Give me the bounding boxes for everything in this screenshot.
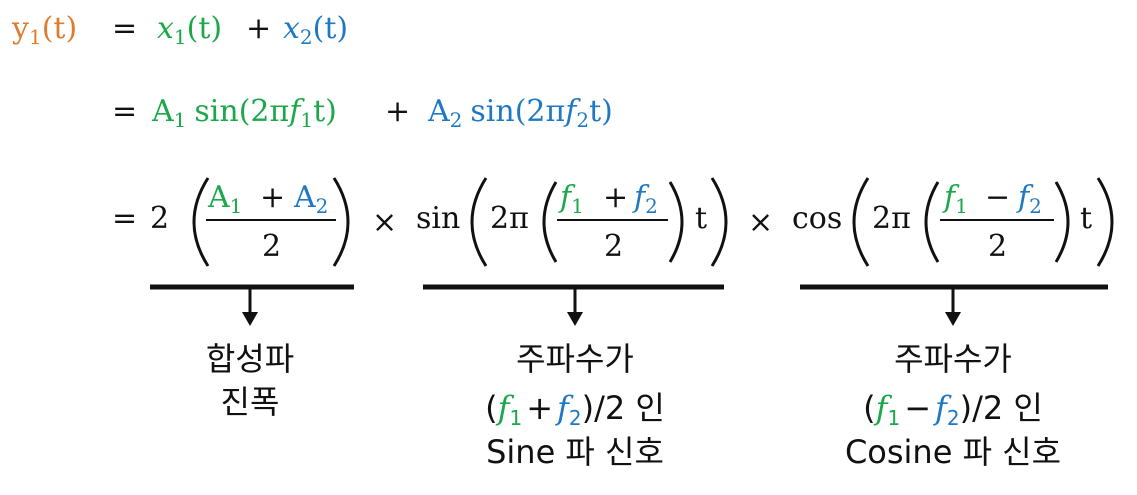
annotation-cosine-line1: 주파수가 — [894, 340, 1012, 378]
cos-two-pi: 2π — [872, 201, 911, 236]
sin-numerator-plus: + — [603, 180, 628, 215]
annotation-sine-line3: Sine 파 신호 — [486, 433, 664, 471]
cos-numerator-minus: − — [985, 180, 1010, 215]
annotation-amp-line1: 합성파 — [206, 340, 294, 378]
cos-outer-right-paren — [1096, 177, 1114, 267]
amp-numerator-a2: A2 — [293, 180, 328, 218]
underbrace-sine — [423, 284, 724, 326]
times-sign-1: × — [372, 205, 397, 240]
arrow-down-icon — [242, 312, 258, 326]
x1-term: x1(t) — [157, 11, 222, 49]
cos-outer-left-paren — [852, 177, 870, 267]
amp-numerator-a1: A1 — [207, 180, 242, 218]
sin-inner-right-paren — [668, 181, 684, 263]
underbrace-amplitude — [150, 284, 354, 326]
x2-term: x2(t) — [283, 11, 348, 49]
equation-line-1: y1(t) = x1(t) + x2(t) — [11, 11, 348, 49]
annotation-cosine: 주파수가 (f1−f2)/2 인 Cosine 파 신호 — [845, 340, 1061, 471]
plus-sign: + — [385, 94, 410, 129]
annotation-cosine-line3: Cosine 파 신호 — [845, 433, 1061, 471]
equation-line-3: = 2 A1 + A2 2 × sin 2π f1 + f2 2 t × cos… — [112, 177, 1114, 267]
cos-numerator-f2: f2 — [1016, 180, 1042, 218]
sin-func: sin — [416, 201, 460, 236]
left-paren-amplitude — [192, 177, 210, 267]
amp-denominator: 2 — [262, 229, 281, 264]
cos-inner-right-paren — [1054, 181, 1070, 263]
sin-numerator-f2: f2 — [632, 180, 658, 218]
cos-t: t — [1080, 201, 1092, 236]
annotation-cosine-line2: (f1−f2)/2 인 — [863, 389, 1043, 430]
plus-sign: + — [246, 11, 271, 46]
annotation-amp-line2: 진폭 — [221, 383, 280, 421]
sin-two-pi: 2π — [490, 201, 529, 236]
equals-sign: = — [112, 201, 137, 236]
cos-denominator: 2 — [988, 229, 1007, 264]
right-paren-amplitude — [332, 177, 350, 267]
cos-numerator-f1: f1 — [942, 180, 968, 218]
equals-sign: = — [112, 11, 137, 46]
amp-numerator-plus: + — [260, 180, 285, 215]
sin-outer-left-paren — [470, 177, 488, 267]
cos-inner-left-paren — [924, 181, 940, 263]
arrow-down-icon — [567, 312, 583, 326]
cos-func: cos — [792, 201, 842, 236]
sin-numerator-f1: f1 — [558, 180, 584, 218]
sin-t: t — [695, 201, 707, 236]
underbrace-cosine — [800, 284, 1108, 326]
annotation-sine: 주파수가 (f1+f2)/2 인 Sine 파 신호 — [485, 340, 665, 471]
factor-two: 2 — [150, 201, 169, 236]
annotation-amplitude: 합성파 진폭 — [206, 340, 294, 421]
sin-inner-left-paren — [542, 181, 558, 263]
equals-sign: = — [112, 94, 137, 129]
arrow-down-icon — [945, 312, 961, 326]
annotation-sine-line1: 주파수가 — [516, 340, 634, 378]
sin-denominator: 2 — [604, 229, 623, 264]
y1-label: y1(t) — [11, 11, 77, 49]
sin-outer-right-paren — [710, 177, 728, 267]
annotation-sine-line2: (f1+f2)/2 인 — [485, 389, 665, 430]
times-sign-2: × — [748, 205, 773, 240]
